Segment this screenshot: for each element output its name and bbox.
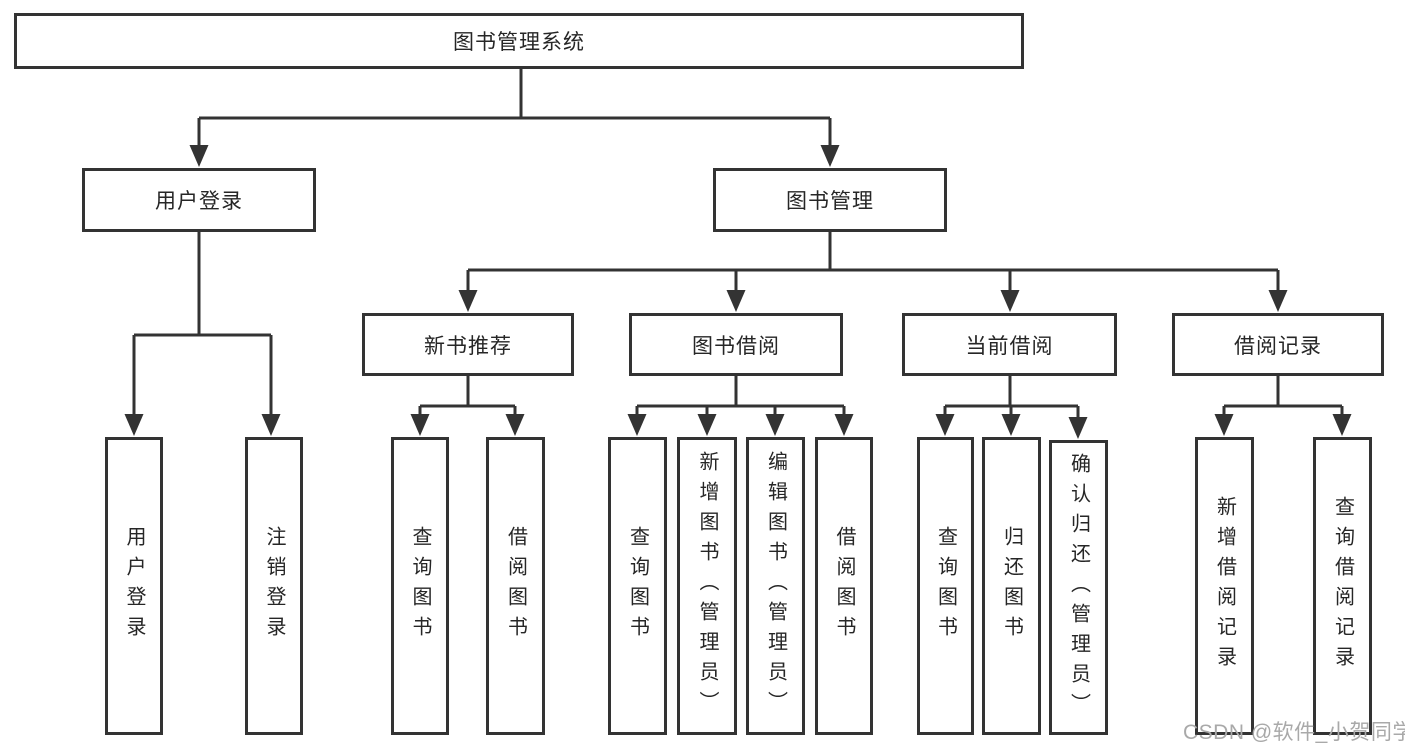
leaf-label: 借阅图书: [833, 526, 855, 646]
node-label: 当前借阅: [965, 334, 1054, 358]
node-user-login: 用户登录: [82, 168, 316, 232]
leaf-label: 查询图书: [626, 526, 649, 646]
leaf-query-borrow-record: 查询借阅记录: [1313, 437, 1372, 735]
leaf-edit-books-admin: 编辑图书（管理员）: [746, 437, 805, 735]
leaf-label: 注销登录: [263, 526, 285, 646]
node-library-management-system: 图书管理系统: [14, 13, 1024, 69]
leaf-confirm-return-admin: 确认归还（管理员）: [1049, 440, 1108, 735]
leaf-label: 确认归还（管理员）: [1067, 452, 1090, 723]
node-book-management: 图书管理: [713, 168, 947, 232]
leaf-logout: 注销登录: [245, 437, 303, 735]
leaf-return-books: 归还图书: [982, 437, 1041, 735]
leaf-query-books-current: 查询图书: [917, 437, 974, 735]
leaf-user-login: 用户登录: [105, 437, 163, 735]
node-borrowing-records: 借阅记录: [1172, 313, 1384, 376]
node-label: 借阅记录: [1234, 334, 1322, 358]
leaf-query-books-borrowing: 查询图书: [608, 437, 667, 735]
node-new-book-recommendation: 新书推荐: [362, 313, 574, 376]
node-label: 图书借阅: [692, 334, 780, 358]
leaf-borrow-books: 借阅图书: [815, 437, 873, 735]
leaf-label: 新增图书（管理员）: [696, 451, 718, 721]
leaf-borrow-books-recommend: 借阅图书: [486, 437, 545, 735]
leaf-add-books-admin: 新增图书（管理员）: [677, 437, 737, 735]
node-label: 图书管理: [786, 190, 874, 213]
node-label: 用户登录: [155, 190, 243, 213]
node-label: 新书推荐: [424, 334, 512, 358]
leaf-add-borrow-record: 新增借阅记录: [1195, 437, 1254, 735]
leaf-label: 用户登录: [123, 526, 145, 646]
node-book-borrowing: 图书借阅: [629, 313, 843, 376]
leaf-label: 查询图书: [934, 526, 957, 646]
leaf-label: 查询图书: [409, 526, 431, 646]
leaf-label: 编辑图书（管理员）: [764, 451, 787, 721]
csdn-watermark: CSDN @软件_小贺同学: [1183, 721, 1405, 744]
leaf-label: 查询借阅记录: [1331, 496, 1354, 676]
leaf-label: 借阅图书: [504, 526, 527, 646]
node-current-borrowing: 当前借阅: [902, 313, 1117, 376]
leaf-label: 新增借阅记录: [1213, 496, 1236, 676]
node-label: 图书管理系统: [453, 31, 585, 54]
leaf-label: 归还图书: [1000, 526, 1023, 646]
leaf-query-books-recommend: 查询图书: [391, 437, 449, 735]
